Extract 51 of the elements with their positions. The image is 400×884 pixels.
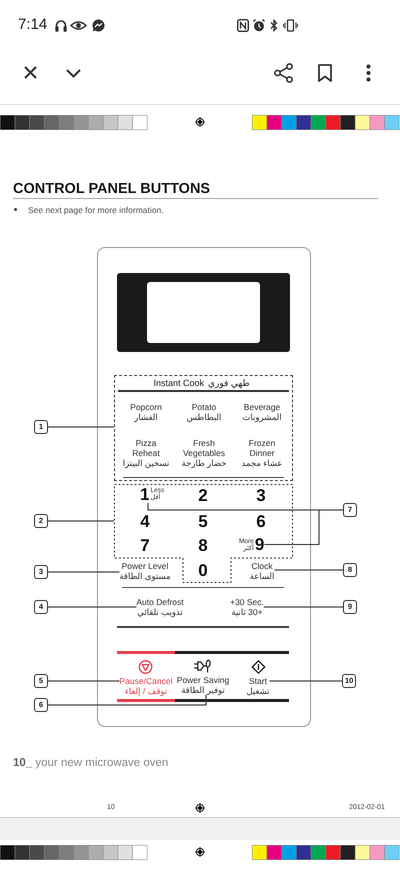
- digit-label: 5: [198, 512, 208, 530]
- digit-label: 8: [198, 536, 208, 554]
- digit-label: 3: [256, 486, 266, 504]
- key-label: تشغيل: [246, 686, 270, 696]
- key-label: Pizza Reheat: [132, 439, 160, 458]
- leader-line: [48, 694, 206, 706]
- leader-line: [48, 680, 120, 682]
- key-label: Frozen Dinner: [248, 439, 276, 458]
- key-label: Potato: [192, 403, 216, 412]
- digit-label: 4: [140, 512, 150, 530]
- leader-line: [48, 520, 114, 522]
- key-label: Fresh Vegetables: [182, 439, 226, 458]
- key-label: Power Level: [122, 562, 168, 572]
- key-label: مستوى الطاقة: [119, 572, 171, 581]
- key-label: Power Saving: [176, 676, 230, 686]
- status-time: 7:14: [18, 16, 48, 34]
- key-label: توفير الطاقة: [181, 686, 225, 695]
- page-footer: 10_ your new microwave oven: [13, 756, 168, 770]
- page-title: CONTROL PANEL BUTTONS: [13, 181, 210, 198]
- key-label: +30 ثانية: [231, 608, 263, 617]
- note-text: See next page for more information.: [28, 205, 164, 215]
- leader-line: [269, 680, 342, 682]
- digit-label: 2: [198, 486, 208, 504]
- key-label: Start: [249, 677, 267, 686]
- key-label: Clock: [251, 562, 273, 572]
- digit-label: 0: [198, 562, 208, 578]
- leader-line: [264, 510, 344, 545]
- digit-label: 7: [140, 536, 150, 554]
- key-label: البطاطس: [186, 413, 222, 422]
- leader-line: [48, 426, 114, 428]
- digit-label: 9: [254, 536, 264, 553]
- key-label: Pause/Cancel: [120, 677, 172, 686]
- leader-line: [48, 606, 137, 608]
- key-label: تذويب تلقائي: [137, 608, 183, 617]
- key-label: +30 Sec.: [230, 598, 264, 608]
- key-label: المشروبات: [242, 413, 282, 422]
- key-label: Popcorn: [130, 403, 162, 412]
- key-label: الساعة: [250, 572, 274, 581]
- key-label: خضار طازجة: [182, 459, 226, 468]
- key-label: Auto Defrost: [136, 598, 184, 608]
- leader-line: [263, 606, 344, 608]
- key-label: عشاء مجمد: [241, 459, 283, 468]
- key-label: تسخين البيتزا: [122, 459, 170, 468]
- key-label: Beverage: [244, 403, 280, 412]
- key-label: توقف / إلغاء: [124, 686, 168, 696]
- digit-label: 6: [256, 512, 266, 530]
- group-heading: Instant Cook: [153, 378, 204, 389]
- key-label: الفشار: [134, 413, 158, 422]
- digit-label: 1: [140, 486, 150, 503]
- dashed-frame: [114, 375, 293, 481]
- group-heading: طهي فوري: [208, 378, 250, 389]
